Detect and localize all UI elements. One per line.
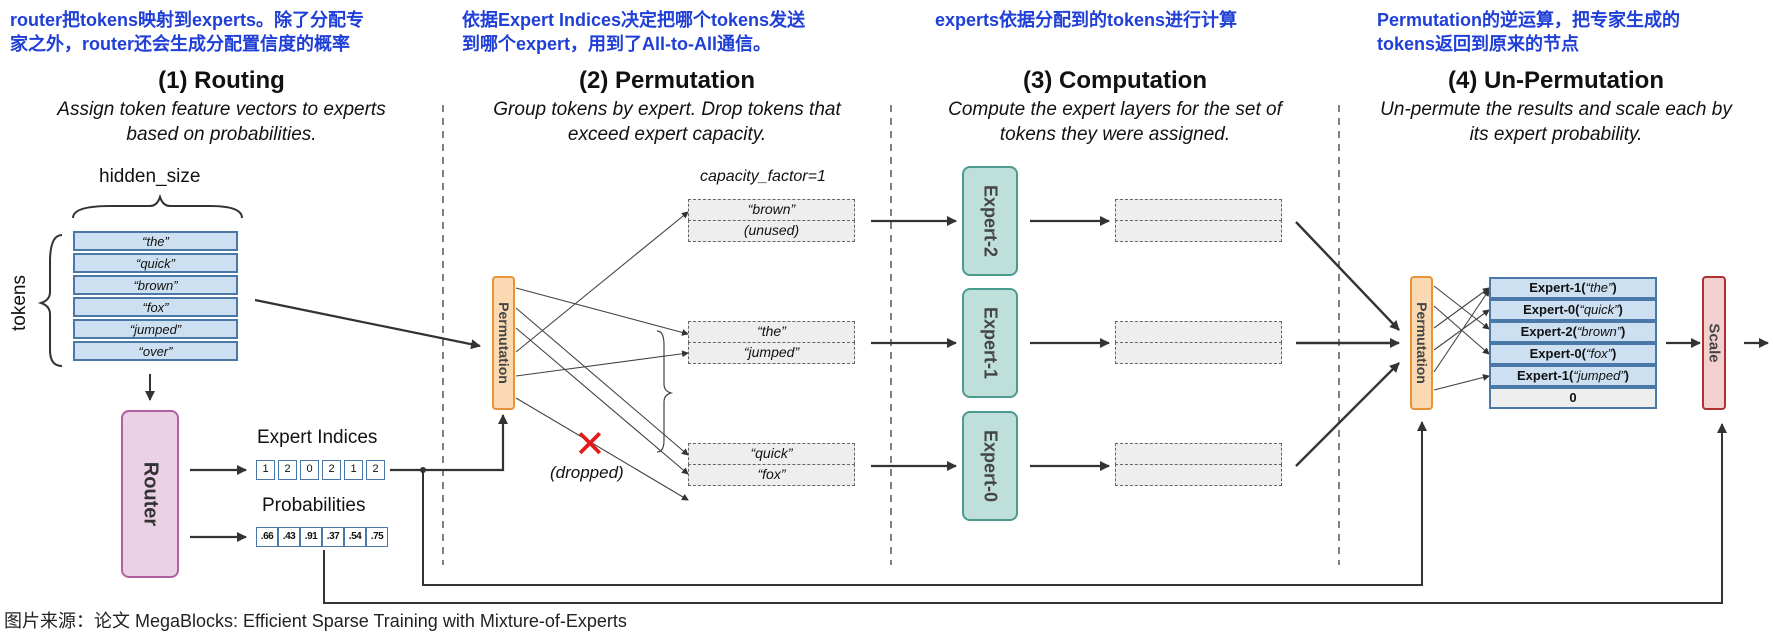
token-row: “over”	[73, 341, 238, 361]
probability-cell: .66	[256, 527, 278, 547]
index-cell: 1	[344, 460, 363, 480]
index-cell: 2	[278, 460, 297, 480]
router-block: Router	[121, 410, 179, 578]
note-unpermutation: Permutation的逆运算，把专家生成的 tokens返回到原来的节点	[1377, 10, 1681, 54]
output-row: Expert-2(“brown”)	[1489, 321, 1657, 343]
probability-cell: .43	[278, 527, 300, 547]
expert-indices-label: Expert Indices	[257, 427, 378, 448]
probability-cell: .75	[366, 527, 388, 547]
expert-2-label: Expert-2	[980, 184, 1001, 258]
section-title-routing: (1) Routing	[158, 67, 285, 94]
slot-expert2-a: “brown”	[688, 199, 855, 221]
slot-expert0-b: “fox”	[688, 464, 855, 486]
slot-expert1-b: “jumped”	[688, 342, 855, 364]
hidden-size-label: hidden_size	[99, 166, 201, 187]
output-row: Expert-0(“fox”)	[1489, 343, 1657, 365]
token-row: “jumped”	[73, 319, 238, 339]
permutation-label: Permutation	[495, 302, 512, 384]
section-desc-permutation: Group tokens by expert. Drop tokens that…	[493, 99, 841, 145]
dropped-x-icon: ✕	[574, 424, 606, 466]
section-title-unpermutation: (4) Un-Permutation	[1448, 67, 1664, 94]
output-row: Expert-1(“jumped”)	[1489, 365, 1657, 387]
slot-expert1-a: “the”	[688, 321, 855, 343]
expert-1-block: Expert-1	[962, 288, 1018, 398]
tokens-label: tokens	[9, 275, 30, 331]
index-cell: 2	[322, 460, 341, 480]
probability-cell: .37	[322, 527, 344, 547]
slot-expert0-a: “quick”	[688, 443, 855, 465]
index-cell: 0	[300, 460, 319, 480]
token-row: “quick”	[73, 253, 238, 273]
router-label: Router	[139, 461, 162, 527]
tokens-brace	[37, 234, 63, 367]
expert-0-block: Expert-0	[962, 411, 1018, 521]
expert-indices-array: 1 2 0 2 1 2	[256, 460, 388, 480]
note-computation: experts依据分配到的tokens进行计算	[935, 10, 1238, 30]
expert-output-slot	[1115, 464, 1282, 486]
section-dividers	[442, 105, 1340, 565]
token-row: “fox”	[73, 297, 238, 317]
hidden-size-brace	[72, 193, 243, 219]
token-row: “the”	[73, 231, 238, 251]
unpermutation-label: Permutation	[1413, 302, 1430, 384]
section-desc-unpermutation: Un-permute the results and scale each by…	[1380, 99, 1732, 145]
section-title-computation: (3) Computation	[1023, 67, 1207, 94]
probabilities-array: .66 .43 .91 .37 .54 .75	[256, 527, 391, 547]
probabilities-label: Probabilities	[262, 495, 366, 516]
section-desc-routing: Assign token feature vectors to experts …	[57, 99, 386, 145]
slot-expert2-b: (unused)	[688, 220, 855, 242]
scale-block: Scale	[1702, 276, 1726, 410]
expert-output-slot	[1115, 321, 1282, 343]
expert-output-slot	[1115, 342, 1282, 364]
expert-output-slot	[1115, 220, 1282, 242]
capacity-label: capacity_factor=1	[700, 168, 826, 185]
output-row: Expert-1(“the”)	[1489, 277, 1657, 299]
expert-2-block: Expert-2	[962, 166, 1018, 276]
index-cell: 1	[256, 460, 275, 480]
permutation-block: Permutation	[492, 276, 515, 410]
unpermutation-block: Permutation	[1410, 276, 1433, 410]
section-desc-computation: Compute the expert layers for the set of…	[948, 99, 1282, 145]
expert-output-slot	[1115, 443, 1282, 465]
tokens-axis-label: tokens	[2, 275, 38, 331]
output-row-zero: 0	[1489, 387, 1657, 409]
index-cell: 2	[366, 460, 385, 480]
source-caption: 图片来源：论文 MegaBlocks: Efficient Sparse Tra…	[4, 611, 627, 631]
expert-0-label: Expert-0	[980, 429, 1001, 503]
scale-label: Scale	[1705, 323, 1723, 363]
note-routing: router把tokens映射到experts。除了分配专 家之外，router…	[10, 10, 365, 54]
output-row: Expert-0(“quick”)	[1489, 299, 1657, 321]
expert-output-slot	[1115, 199, 1282, 221]
dropped-label: (dropped)	[550, 463, 624, 482]
probability-cell: .91	[300, 527, 322, 547]
section-title-permutation: (2) Permutation	[578, 67, 755, 94]
note-permutation: 依据Expert Indices决定把哪个tokens发送 到哪个expert，…	[462, 10, 806, 54]
probability-cell: .54	[344, 527, 366, 547]
expert-1-label: Expert-1	[980, 306, 1001, 380]
token-row: “brown”	[73, 275, 238, 295]
